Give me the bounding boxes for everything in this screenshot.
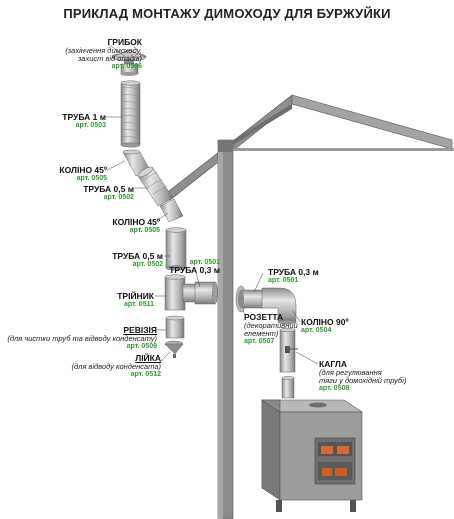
leader-lines [106, 43, 319, 365]
cap-name: ГРИБОК [107, 37, 142, 47]
drip-funnel-name: ЛІЙКА [135, 353, 161, 363]
label-elbow-45-b: КОЛІНО 45º арт. 0505 [112, 218, 160, 234]
elbow-45-a-art: арт. 0505 [76, 174, 107, 182]
drip-funnel-desc: (для відводу конденсата) [71, 361, 161, 371]
stove-drawing [261, 399, 363, 512]
pipe-05-b-drawing [165, 227, 187, 271]
label-cap: ГРИБОК (захінчення димоходу, захист від … [65, 38, 142, 70]
label-tee: ТРІЙНИК арт. 0511 [117, 292, 154, 308]
cap-desc-2: захист від опадів) [77, 53, 142, 63]
wall-pass-pipe-drawing [235, 285, 265, 313]
revision-art: арт. 0509 [126, 342, 157, 350]
revision-desc: (для чистки труб та відводу конденсату) [7, 333, 157, 343]
drip-funnel-drawing [164, 340, 184, 358]
pipe-05-a-drawing [137, 166, 174, 207]
pipe-1m-art: арт. 0503 [75, 121, 106, 129]
damper-art: арт. 0508 [319, 384, 350, 392]
pipe-05-a-art: арт. 0502 [103, 193, 134, 201]
cap-art: арт. 0506 [111, 62, 142, 70]
rosette-desc-1: (декоративний [244, 320, 298, 330]
tee-drawing [164, 274, 218, 311]
label-drip-funnel: ЛІЙКА (для відводу конденсата) арт. 0512 [71, 354, 161, 378]
label-elbow-90: КОЛІНО 90º арт. 0504 [301, 318, 349, 334]
building-wall [159, 94, 454, 519]
label-damper: КАГЛА (для регулювання тяги у домохідній… [319, 360, 406, 392]
rosette-art: арт. 0507 [244, 337, 275, 345]
pipe-1m-name: ТРУБА 1 м [62, 112, 106, 122]
damper-name: КАГЛА [319, 359, 348, 369]
page-title: ПРИКЛАД МОНТАЖУ ДИМОХОДУ ДЛЯ БУРЖУЙКИ [63, 6, 391, 21]
label-pipe-05-b: ТРУБА 0,5 м арт. 0502 [112, 252, 163, 268]
cap-desc-1: (захінчення димоходу, [65, 45, 142, 55]
label-pipe-03-a: арт. 0501 ТРУБА 0,3 м [169, 259, 220, 275]
elbow-45-a-name: КОЛІНО 45º [59, 165, 107, 175]
damper-desc-1: (для регулювання [319, 367, 382, 377]
elbow-90-drawing [261, 287, 297, 325]
label-elbow-45-a: КОЛІНО 45º арт. 0505 [59, 166, 107, 182]
tee-name: ТРІЙНИК [117, 291, 154, 301]
label-pipe-05-a: ТРУБА 0,5 м арт. 0502 [83, 185, 134, 201]
elbow-90-name: КОЛІНО 90º [301, 317, 349, 327]
damper-desc-2: тяги у домохідній трубі) [319, 375, 407, 385]
revision-drawing [165, 315, 185, 339]
label-pipe-1m: ТРУБА 1 м арт. 0503 [62, 113, 106, 129]
pipe-05-b-art: арт. 0502 [132, 260, 163, 268]
pipe-03-a-name: ТРУБА 0,3 м [169, 265, 220, 276]
label-rosette: РОЗЕТТА (декоративний елемент) арт. 0507 [244, 313, 298, 345]
rosette-desc-2: елемент) [244, 328, 279, 338]
drip-funnel-art: арт. 0512 [130, 370, 161, 378]
damper-pipe-drawing [279, 327, 298, 399]
pipe-1m-drawing [120, 80, 141, 148]
revision-name: РЕВІЗІЯ [123, 325, 157, 335]
elbow-45-b-drawing [159, 198, 184, 223]
elbow-45-b-art: арт. 0505 [129, 226, 160, 234]
chimney-cap-drawing [111, 49, 147, 76]
pipe-03-a-art: арт. 0501 [189, 259, 220, 266]
rosette-name: РОЗЕТТА [244, 312, 284, 322]
label-revision: РЕВІЗІЯ (для чистки труб та відводу конд… [7, 326, 157, 350]
tee-art: арт. 0511 [124, 300, 154, 308]
pipe-05-a-name: ТРУБА 0,5 м [83, 184, 134, 194]
elbow-90-art: арт. 0504 [301, 326, 332, 334]
pipe-05-b-name: ТРУБА 0,5 м [112, 251, 163, 261]
label-pipe-03-b: ТРУБА 0,3 м арт. 0501 [268, 268, 319, 284]
elbow-45-b-name: КОЛІНО 45º [112, 217, 160, 227]
pipe-03-b-name: ТРУБА 0,3 м [268, 267, 319, 277]
pipe-03-b-art: арт. 0501 [268, 276, 299, 284]
